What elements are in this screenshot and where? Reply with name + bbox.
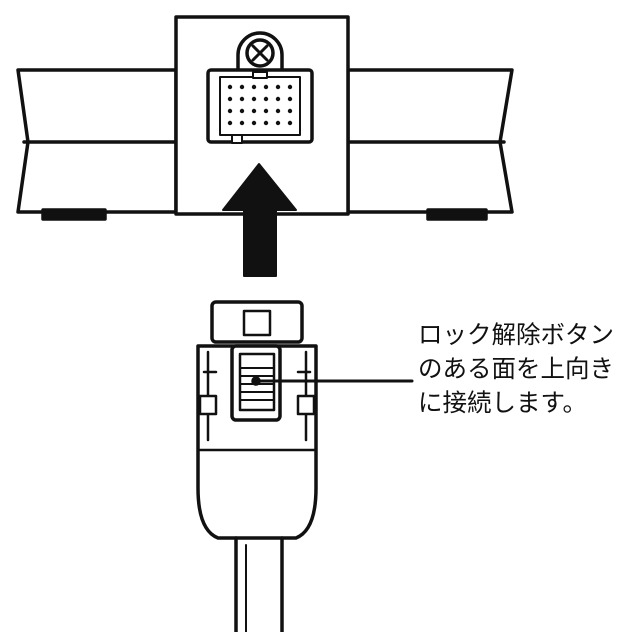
callout-line-1: ロック解除ボタン bbox=[418, 320, 614, 349]
socket-pin bbox=[263, 108, 269, 114]
socket-pin bbox=[239, 96, 245, 102]
socket-pin bbox=[251, 84, 257, 90]
socket-pin bbox=[251, 96, 257, 102]
device-socket bbox=[206, 68, 314, 144]
cable bbox=[234, 536, 284, 632]
callout-line-2: のある面を上向き bbox=[418, 354, 614, 383]
cable-plug bbox=[196, 300, 318, 540]
socket-pin bbox=[287, 84, 293, 90]
callout-line-3: に接続します。 bbox=[418, 388, 588, 417]
socket-pin bbox=[275, 96, 281, 102]
socket-pin bbox=[275, 108, 281, 114]
socket-pin bbox=[287, 96, 293, 102]
socket-pin bbox=[227, 96, 233, 102]
socket-pin bbox=[287, 120, 293, 126]
socket-pin bbox=[239, 108, 245, 114]
screw-icon bbox=[236, 31, 284, 74]
socket-pin bbox=[227, 108, 233, 114]
device-left-wing bbox=[16, 68, 178, 221]
socket-pins bbox=[227, 84, 293, 126]
socket-pin bbox=[251, 108, 257, 114]
socket-pin bbox=[239, 120, 245, 126]
callout-leader-line bbox=[251, 376, 414, 386]
socket-pin bbox=[263, 96, 269, 102]
callout-text: ロック解除ボタン のある面を上向き に接続します。 bbox=[418, 318, 643, 420]
socket-pin bbox=[263, 120, 269, 126]
socket-pin bbox=[251, 120, 257, 126]
socket-pin bbox=[275, 120, 281, 126]
socket-pin bbox=[239, 84, 245, 90]
device-right-wing bbox=[346, 68, 514, 221]
insert-direction-arrow-icon bbox=[222, 163, 297, 277]
socket-pin bbox=[275, 84, 281, 90]
socket-pin bbox=[227, 120, 233, 126]
socket-pin bbox=[287, 108, 293, 114]
socket-pin bbox=[227, 84, 233, 90]
socket-pin bbox=[263, 84, 269, 90]
